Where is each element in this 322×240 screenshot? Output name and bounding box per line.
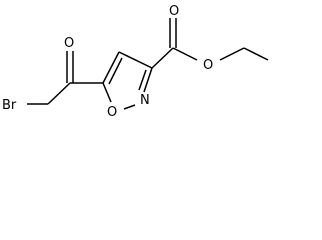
- ethyl-ester-group: [151, 18, 269, 69]
- bond-ch2-ch3: [243, 47, 269, 61]
- atom-label-ketone-o: O: [64, 36, 74, 51]
- bond-c3-n: [143, 67, 153, 93]
- atom-label-br: Br: [2, 98, 17, 113]
- bond-o-ch2: [219, 47, 245, 61]
- bond-c5-c4-inner: [108, 57, 123, 85]
- bond-ch2-c: [47, 82, 71, 105]
- bond-c5-c4: [102, 51, 120, 84]
- bond-c3-n-inner: [138, 69, 147, 91]
- atom-label-ester-carbonyl-o: O: [169, 4, 179, 19]
- bond-ester-c-o-ether: [172, 47, 198, 61]
- atom-label-ring-n: N: [140, 93, 150, 108]
- structure-diagram: Br O N O O O: [2, 4, 269, 120]
- isoxazole-ring: [102, 51, 153, 110]
- bond-c3-ester-c: [151, 47, 174, 69]
- atom-label-ester-ether-o: O: [203, 58, 213, 73]
- bond-c4-c3: [118, 51, 153, 69]
- bond-o-c5: [102, 82, 112, 103]
- bond-n-o: [123, 104, 136, 110]
- atom-label-ring-o: O: [107, 105, 117, 120]
- bromoacetyl-group: [27, 51, 103, 105]
